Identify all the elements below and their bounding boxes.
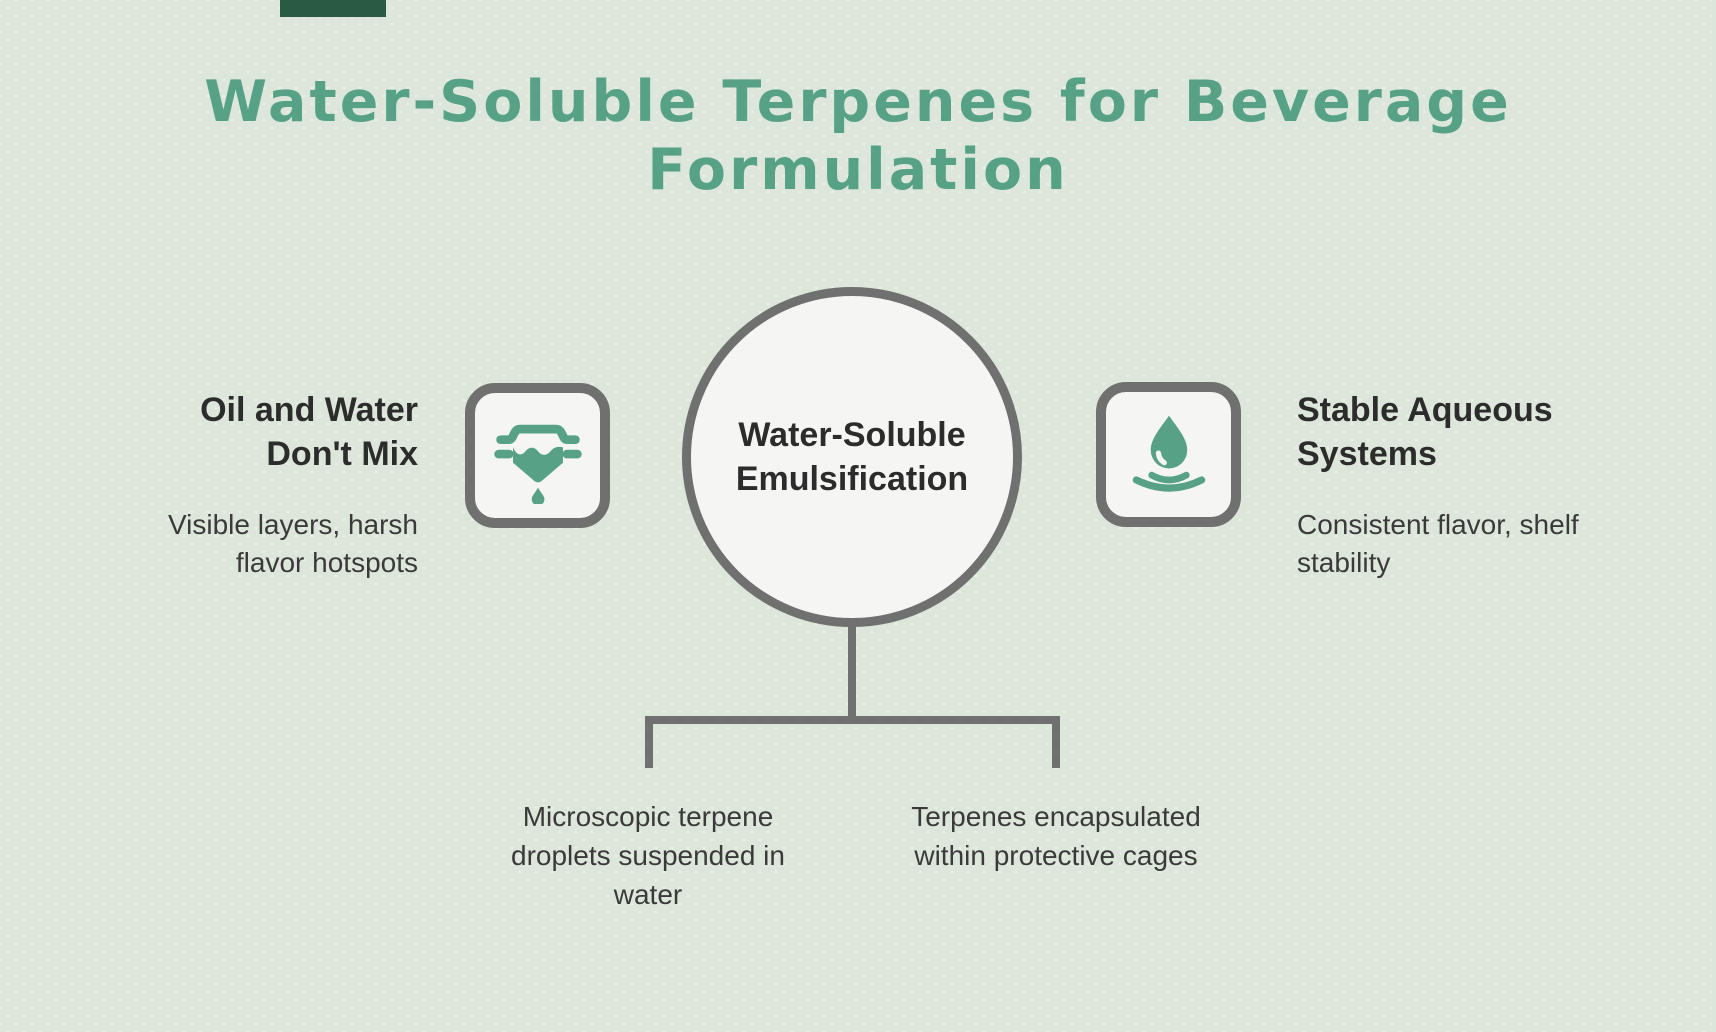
central-node-label: Water-Soluble Emulsification <box>735 415 969 498</box>
central-node: Water-Soluble Emulsification <box>682 287 1022 627</box>
branch-label-right: Terpenes encapsulated within protective … <box>911 801 1201 872</box>
funnel-drip-icon <box>490 408 586 504</box>
right-item-heading: Stable Aqueous Systems <box>1297 391 1553 474</box>
connector-bracket <box>645 716 1060 768</box>
top-accent-bar <box>280 0 386 17</box>
left-icon-tile <box>465 383 610 528</box>
droplet-ripples-icon <box>1121 407 1217 503</box>
right-icon-tile <box>1096 382 1241 527</box>
right-item-body: Consistent flavor, shelf stability <box>1297 509 1579 578</box>
connector-stem <box>848 625 856 720</box>
branch-label-left: Microscopic terpene droplets suspended i… <box>511 801 785 911</box>
page-title: Water-Soluble Terpenes for Beverage Form… <box>204 69 1512 204</box>
left-item-body: Visible layers, harsh flavor hotspots <box>167 509 418 578</box>
left-item-heading: Oil and Water Don't Mix <box>200 391 418 474</box>
